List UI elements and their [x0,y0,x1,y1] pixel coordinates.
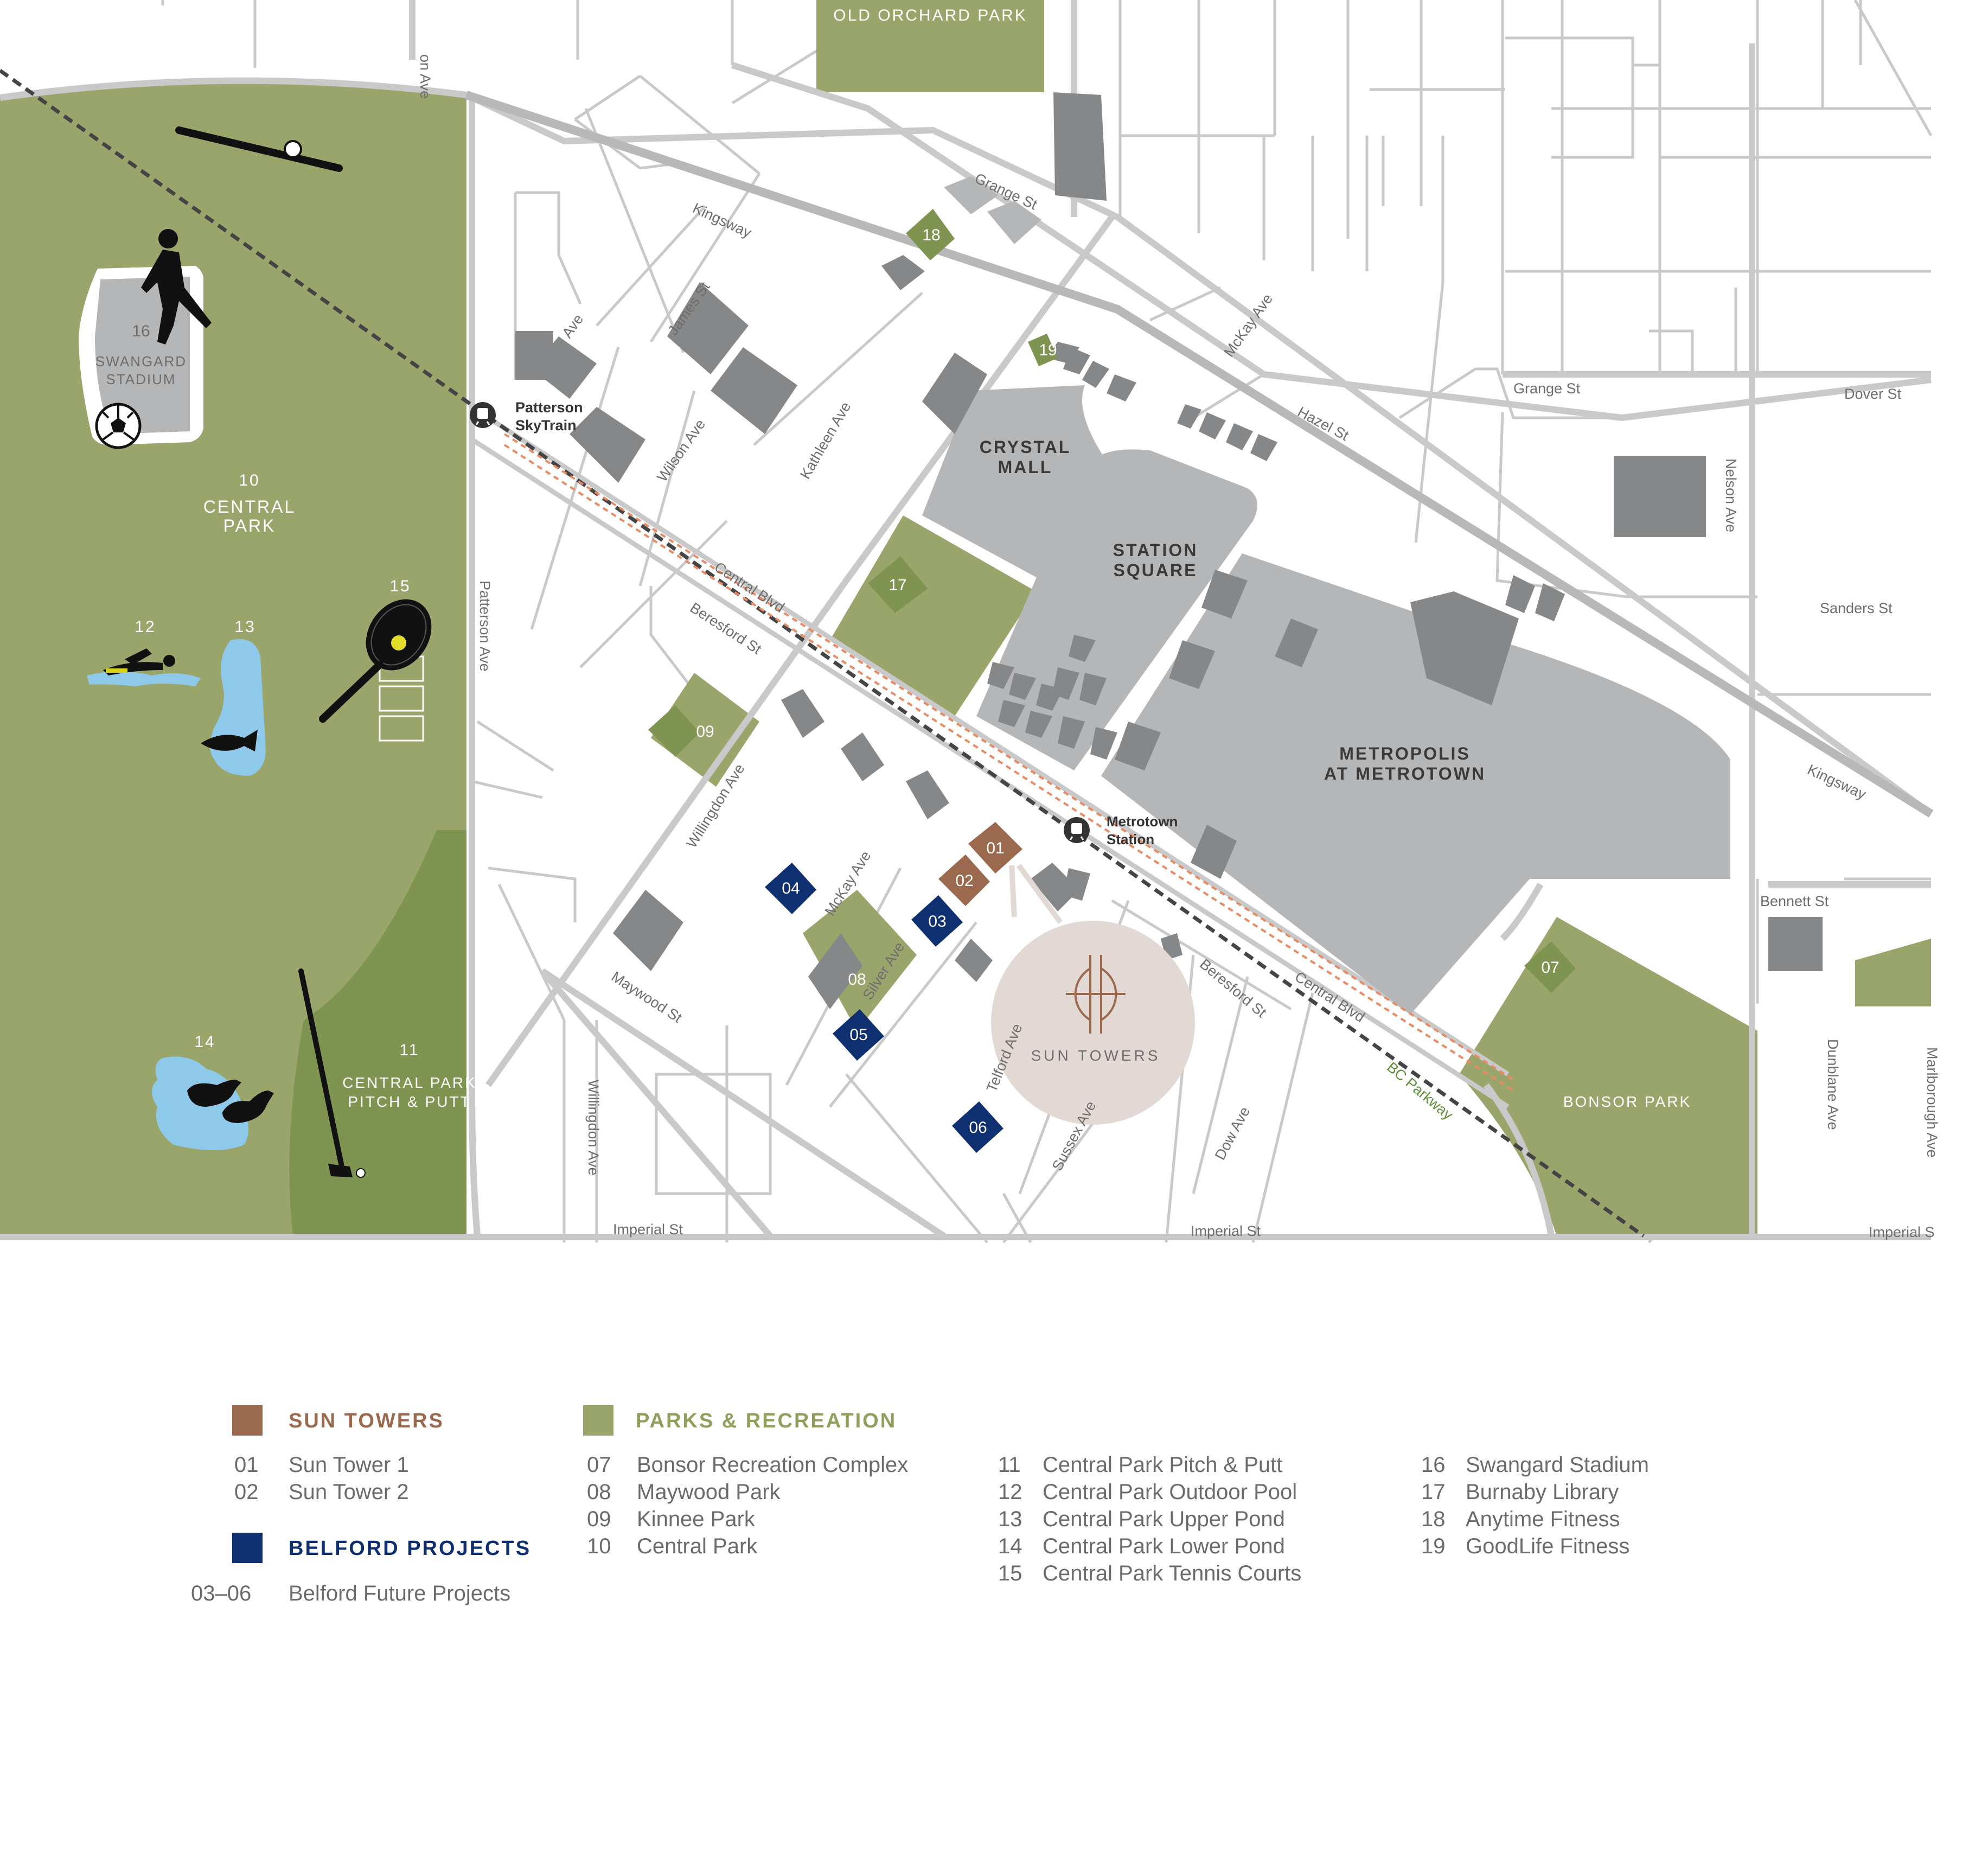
buildings [515,92,1823,1009]
street-patterson: Patterson Ave [477,581,493,672]
pool-number: 12 [135,618,156,636]
tennis-number: 15 [389,577,411,595]
central-park-number: 10 [239,471,260,489]
pitch-putt-number: 11 [399,1041,419,1059]
street-imperial-1: Imperial St [613,1221,683,1238]
metrotown-station-label-1: Metrotown [1107,813,1178,830]
marker-04: 04 [782,879,800,897]
project-markers [648,209,1576,1153]
ducks-icon [187,1080,274,1123]
swangard-label-1: SWANGARD [95,353,187,369]
kinnee-park-area [651,673,759,787]
old-orchard-park-label: OLD ORCHARD PARK [833,7,1027,24]
marker-05: 05 [849,1026,867,1044]
kingsway-road [465,91,1934,818]
street-willingdon-2: Willingdon Ave [585,1080,602,1176]
golf-club-icon [298,968,366,1178]
street-nelson: Nelson Ave [1723,458,1739,532]
marker-19: 19 [1039,341,1057,359]
sun-towers-site [991,864,1195,1125]
marker-labels: 01 02 03 04 05 06 07 08 09 17 18 19 [696,226,1559,1137]
metrotown-station-icon [1064,817,1090,843]
marker-03: 03 [928,913,946,930]
swimmer-icon [103,648,175,675]
marker-06: 06 [969,1119,987,1137]
metrotown-station-label-2: Station [1107,831,1154,847]
sun-towers-swatch [232,1405,263,1436]
street-on-ave: on Ave [417,54,433,99]
parks-heading: PARKS & RECREATION [636,1410,897,1432]
marker-18: 18 [922,226,940,244]
pool-waves [87,671,201,686]
neighbourhood-map: OLD ORCHARD PARK 10 CENTRAL PARK 11 CENT… [0,0,1940,1244]
old-orchard-park-area [816,0,1044,92]
marker-01: 01 [986,839,1004,857]
patterson-station-icon [470,402,496,428]
metropolis-label-1: METROPOLIS [1339,744,1471,763]
metropolis-area [1101,553,1730,1015]
belford-heading: BELFORD PROJECTS [289,1537,532,1560]
street-dunblane: Dunblane Ave [1825,1039,1841,1130]
swangard-label-2: STADIUM [106,371,176,387]
marker-17: 17 [888,576,906,594]
street-grange-2: Grange St [1513,380,1581,397]
bonsor-park-label: BONSOR PARK [1563,1093,1691,1110]
crystal-mall-label-1: CRYSTAL [980,437,1071,457]
street-marlborough: Marlborough Ave [1924,1047,1940,1158]
baseball-bat-icon [175,126,343,172]
central-park-label-2: PARK [223,516,276,535]
maywood-park-area [803,890,917,1031]
marker-07: 07 [1541,959,1559,977]
parks-swatch [583,1405,613,1436]
fish-icon [201,730,258,751]
station-square-label-1: STATION [1113,540,1198,560]
metropolis-label-2: AT METROTOWN [1324,764,1486,783]
pitch-putt-label-2: PITCH & PUTT [348,1093,471,1110]
patterson-station-label-2: SkyTrain [515,417,577,433]
station-square-label-2: SQUARE [1114,560,1198,580]
central-park-label-1: CENTRAL [203,497,296,517]
lower-pond-number: 14 [194,1033,215,1051]
street-bennett: Bennett St [1760,893,1829,909]
street-sanders: Sanders St [1820,600,1893,616]
street-dover: Dover St [1844,386,1902,402]
major-roads [0,0,1933,1240]
sun-towers-logo-icon [1066,955,1126,1034]
belford-swatch [232,1533,263,1563]
marker-08: 08 [848,971,866,989]
runner-icon [141,229,212,345]
street-imperial-3: Imperial S [1869,1224,1935,1240]
patterson-station-label-1: Patterson [515,399,583,416]
crystal-mall-label-2: MALL [998,457,1053,477]
tennis-racket-icon [319,599,432,723]
library-park-area [830,515,1036,716]
sun-towers-map-label: SUN TOWERS [1031,1047,1161,1064]
skytrain-line [0,69,1645,1238]
sun-towers-heading: SUN TOWERS [289,1410,444,1432]
upper-pond-number: 13 [234,618,255,636]
marker-02: 02 [955,872,973,890]
swangard-number: 16 [132,322,150,340]
street-imperial-2: Imperial St [1191,1223,1261,1239]
soccer-ball-icon [95,403,142,449]
marker-09: 09 [696,723,714,741]
pitch-putt-label-1: CENTRAL PARK [342,1074,477,1091]
